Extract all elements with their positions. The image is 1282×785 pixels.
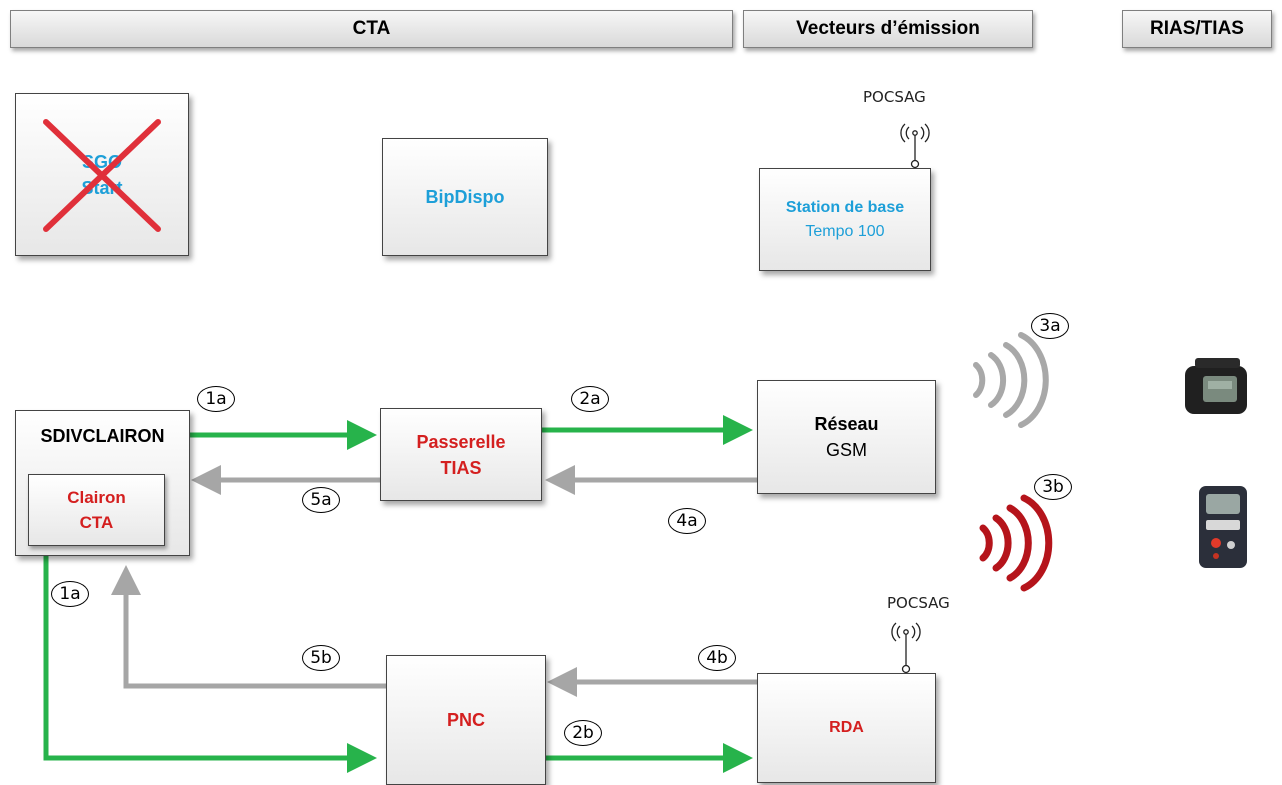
sdivclairon-label: SDIVCLAIRON (40, 426, 165, 446)
passerelle-label: Passerelle (416, 431, 506, 452)
step-badge-3b: 3b (1034, 474, 1072, 500)
header-cta: CTA (10, 10, 733, 48)
pager-device-icon (1185, 358, 1247, 414)
antenna-icon (891, 622, 921, 674)
tempo-label: Tempo 100 (805, 222, 885, 240)
header-vecteurs: Vecteurs d’émission (743, 10, 1033, 48)
step-badge-1a-top: 1a (197, 386, 235, 412)
passerelle-tias-box: Passerelle TIAS (380, 408, 542, 501)
pnc-box: PNC (386, 655, 546, 785)
header-rias-tias: RIAS/TIAS (1122, 10, 1272, 48)
step-badge-2a: 2a (571, 386, 609, 412)
clairon-cta-box: Clairon CTA (28, 474, 165, 546)
pocsag-label-top: POCSAG (863, 88, 926, 106)
bipdispo-box: BipDispo (382, 138, 548, 256)
step-badge-5b: 5b (302, 645, 340, 671)
arrow-1a-clairon-to-pnc (43, 540, 377, 773)
signal-waves-icon (973, 332, 1049, 428)
clairon-label: Clairon (67, 488, 126, 507)
rda-label: RDA (829, 719, 864, 736)
station-label: Station de base (785, 198, 905, 216)
step-badge-2b: 2b (564, 720, 602, 746)
step-badge-4a: 4a (668, 508, 706, 534)
rda-box: RDA (757, 673, 936, 783)
bipdispo-label: BipDispo (425, 187, 505, 207)
antenna-icon (900, 123, 930, 169)
step-badge-4b: 4b (698, 645, 736, 671)
reseau-label: Réseau (814, 414, 879, 434)
step-badge-1a-left: 1a (51, 581, 89, 607)
pocsag-label-bottom: POCSAG (887, 594, 950, 612)
gsm-label: GSM (825, 440, 867, 460)
reseau-gsm-box: Réseau GSM (757, 380, 936, 494)
pnc-label: PNC (446, 710, 485, 730)
tias-label: TIAS (440, 457, 482, 478)
step-badge-3a: 3a (1031, 313, 1069, 339)
sgo-start-box: SGO Start (15, 93, 189, 256)
signal-waves-icon (979, 494, 1053, 592)
pager-device-icon (1199, 486, 1247, 568)
cta-label: CTA (79, 513, 114, 532)
station-de-base-box: Station de base Tempo 100 (759, 168, 931, 271)
cross-icon (43, 119, 161, 232)
step-badge-5a: 5a (302, 487, 340, 513)
arrow-5b-pnc-to-clairon (111, 565, 386, 689)
